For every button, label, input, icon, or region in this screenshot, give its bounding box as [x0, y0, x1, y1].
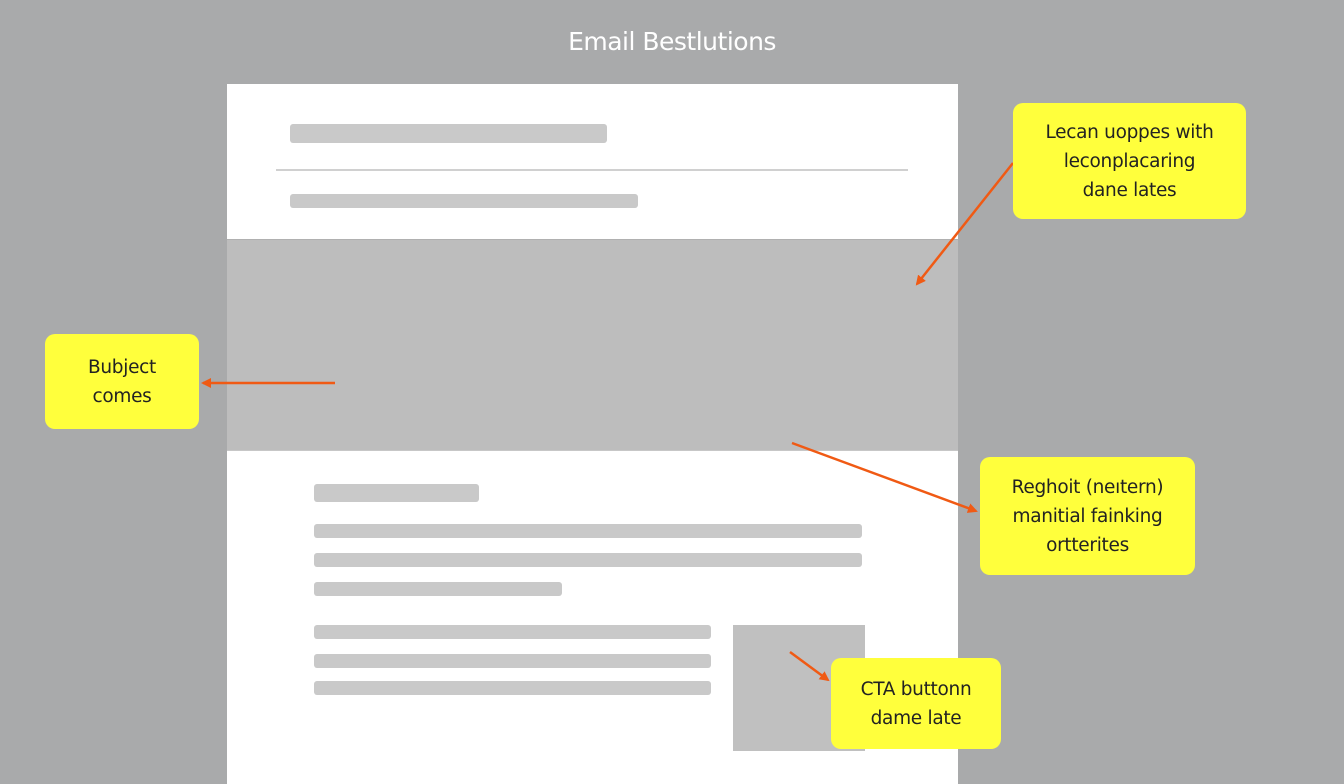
callout-line: comes	[92, 385, 152, 407]
callout-line: leconplacaring	[1063, 150, 1196, 172]
callout-line: Lecan uoppes with	[1045, 121, 1214, 143]
body-heading-placeholder	[314, 484, 479, 502]
callout-line: ortterites	[1046, 534, 1129, 556]
callout-line: dame late	[870, 707, 962, 729]
hero-image-placeholder	[227, 239, 958, 451]
footer-text-line	[314, 681, 711, 695]
email-mockup	[227, 84, 958, 784]
body-text-line	[314, 553, 862, 567]
callout-left: Bubject comes	[45, 334, 199, 429]
callout-top-right: Lecan uoppes with leconplacaring dane la…	[1013, 103, 1246, 219]
header-title-placeholder	[290, 124, 607, 143]
footer-text-line	[314, 654, 711, 668]
header-subtitle-placeholder	[290, 194, 638, 208]
callout-line: CTA buttonn	[860, 678, 972, 700]
body-text-line	[314, 582, 562, 596]
callout-line: dane lates	[1082, 179, 1177, 201]
callout-line: manitial fainking	[1012, 505, 1163, 527]
callout-middle-right: Reghoit (neıtern) manitial fainking ortt…	[980, 457, 1195, 575]
body-text-line	[314, 524, 862, 538]
callout-line: Bubject	[87, 356, 156, 378]
footer-text-line	[314, 625, 711, 639]
header-divider	[276, 169, 908, 171]
callout-line: Reghoit (neıtern)	[1011, 476, 1164, 498]
diagram-title: Email Bestlutions	[568, 27, 776, 56]
callout-bottom-right: CTA buttonn dame late	[831, 658, 1001, 749]
